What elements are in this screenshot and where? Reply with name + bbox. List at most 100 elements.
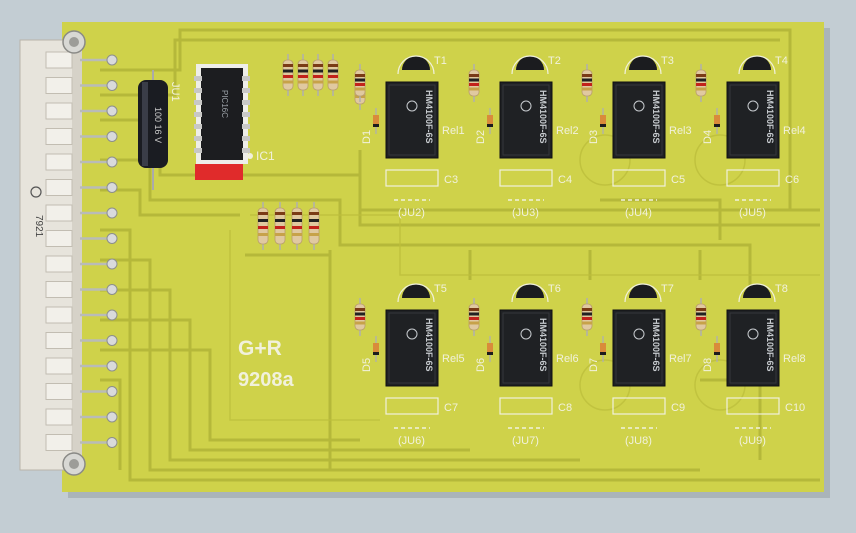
- transistor-icon: [516, 284, 544, 298]
- transistor-label: T2: [548, 55, 561, 67]
- connector-slot: [45, 434, 73, 451]
- solder-pad-icon: [106, 360, 118, 372]
- relay-body: [726, 309, 780, 387]
- solder-pad-icon: [106, 80, 118, 91]
- relay-label: Rel5: [442, 353, 465, 365]
- resistor: [282, 54, 294, 96]
- capacitor-ref: C5: [671, 174, 685, 186]
- solder-pad-icon: [106, 207, 118, 219]
- jumper-label: JU1: [169, 82, 181, 102]
- diode: [600, 336, 606, 362]
- transistor-icon: [629, 284, 657, 298]
- solder-pad-icon: [106, 437, 118, 448]
- relay-marking: HM4100F-6S: [424, 90, 434, 144]
- relay-resistor: [581, 298, 593, 336]
- diode-label: D3: [588, 130, 600, 144]
- relay-body: [612, 309, 666, 387]
- diode: [373, 336, 379, 362]
- solder-pad-icon: [106, 309, 118, 321]
- connector-slot: [45, 332, 73, 349]
- jumper-ref: (JU8): [625, 435, 652, 447]
- ul-mark-icon: [747, 100, 759, 112]
- ic-chip: PIC16C: [194, 64, 250, 164]
- relay-marking: HM4100F-6S: [765, 318, 775, 372]
- ic-label-dot-icon: [247, 153, 253, 159]
- capacitor-outline: [499, 169, 553, 187]
- transistor-label: T4: [775, 55, 788, 67]
- solder-pad-icon: [106, 258, 118, 270]
- jumper-ref: (JU5): [739, 207, 766, 219]
- jumper-ref: (JU2): [398, 207, 425, 219]
- relay-marking: HM4100F-6S: [424, 318, 434, 372]
- resistor: [327, 54, 339, 96]
- relay-resistor: [695, 64, 707, 102]
- screw-bottom-head-icon: [69, 459, 79, 469]
- relay-resistor: [468, 298, 480, 336]
- diode: [600, 108, 606, 134]
- solder-pad-icon: [106, 54, 118, 66]
- diode: [487, 108, 493, 134]
- relay-label: Rel6: [556, 353, 579, 365]
- diode: [487, 336, 493, 362]
- diode: [714, 108, 720, 134]
- solder-pad-icon: [106, 105, 118, 117]
- diode: [373, 108, 379, 134]
- transistor-label: T8: [775, 283, 788, 295]
- ul-mark-icon: [520, 100, 532, 112]
- connector-slot: [45, 281, 73, 298]
- jumper-ref: (JU3): [512, 207, 539, 219]
- capacitor-outline: [726, 169, 780, 187]
- solder-pad-icon: [106, 386, 118, 397]
- capacitor-outline: [385, 397, 439, 415]
- solder-pad-icon: [106, 131, 118, 142]
- board-title: G+R: [238, 337, 282, 360]
- diode-label: D7: [588, 358, 600, 372]
- ic-label: IC1: [256, 149, 275, 163]
- jumper-ref: (JU7): [512, 435, 539, 447]
- solder-pad-icon: [106, 411, 118, 423]
- relay-resistor: [354, 298, 366, 336]
- transistor-label: T6: [548, 283, 561, 295]
- diode: [714, 336, 720, 362]
- transistor-label: T5: [434, 283, 447, 295]
- ic-marking: PIC16C: [220, 90, 229, 118]
- transistor-icon: [629, 56, 657, 70]
- connector-slot: [45, 102, 73, 120]
- resistor-array-middle: [257, 202, 320, 250]
- diode-label: D6: [475, 358, 487, 372]
- connector-slot: [45, 357, 73, 375]
- ul-mark-icon: [633, 328, 645, 340]
- connector-slot: [45, 179, 73, 196]
- solder-pad-icon: [106, 233, 118, 244]
- solder-pad-icon: [106, 182, 118, 193]
- edge-marking-icon: [30, 186, 42, 198]
- connector-ribs: [45, 51, 73, 451]
- capacitor-outline: [726, 397, 780, 415]
- relay-body: [385, 81, 439, 159]
- transistor-label: T7: [661, 283, 674, 295]
- connector-slot: [45, 51, 73, 69]
- capacitor-outline: [612, 397, 666, 415]
- connector-slot: [45, 408, 73, 426]
- solder-pad-icon: [106, 335, 118, 346]
- resistor: [297, 54, 309, 96]
- capacitor-ref: C6: [785, 174, 799, 186]
- diode-label: D4: [702, 130, 714, 144]
- capacitor-ref: C3: [444, 174, 458, 186]
- connector-slot: [45, 230, 73, 247]
- board-code: 9208a: [238, 369, 294, 391]
- connector-slot: [45, 153, 73, 171]
- connector-slot: [45, 255, 73, 273]
- connector-slot: [45, 204, 73, 222]
- transistor-icon: [516, 56, 544, 70]
- diode-label: D2: [475, 130, 487, 144]
- ul-mark-icon: [406, 100, 418, 112]
- transistor-icon: [402, 56, 430, 70]
